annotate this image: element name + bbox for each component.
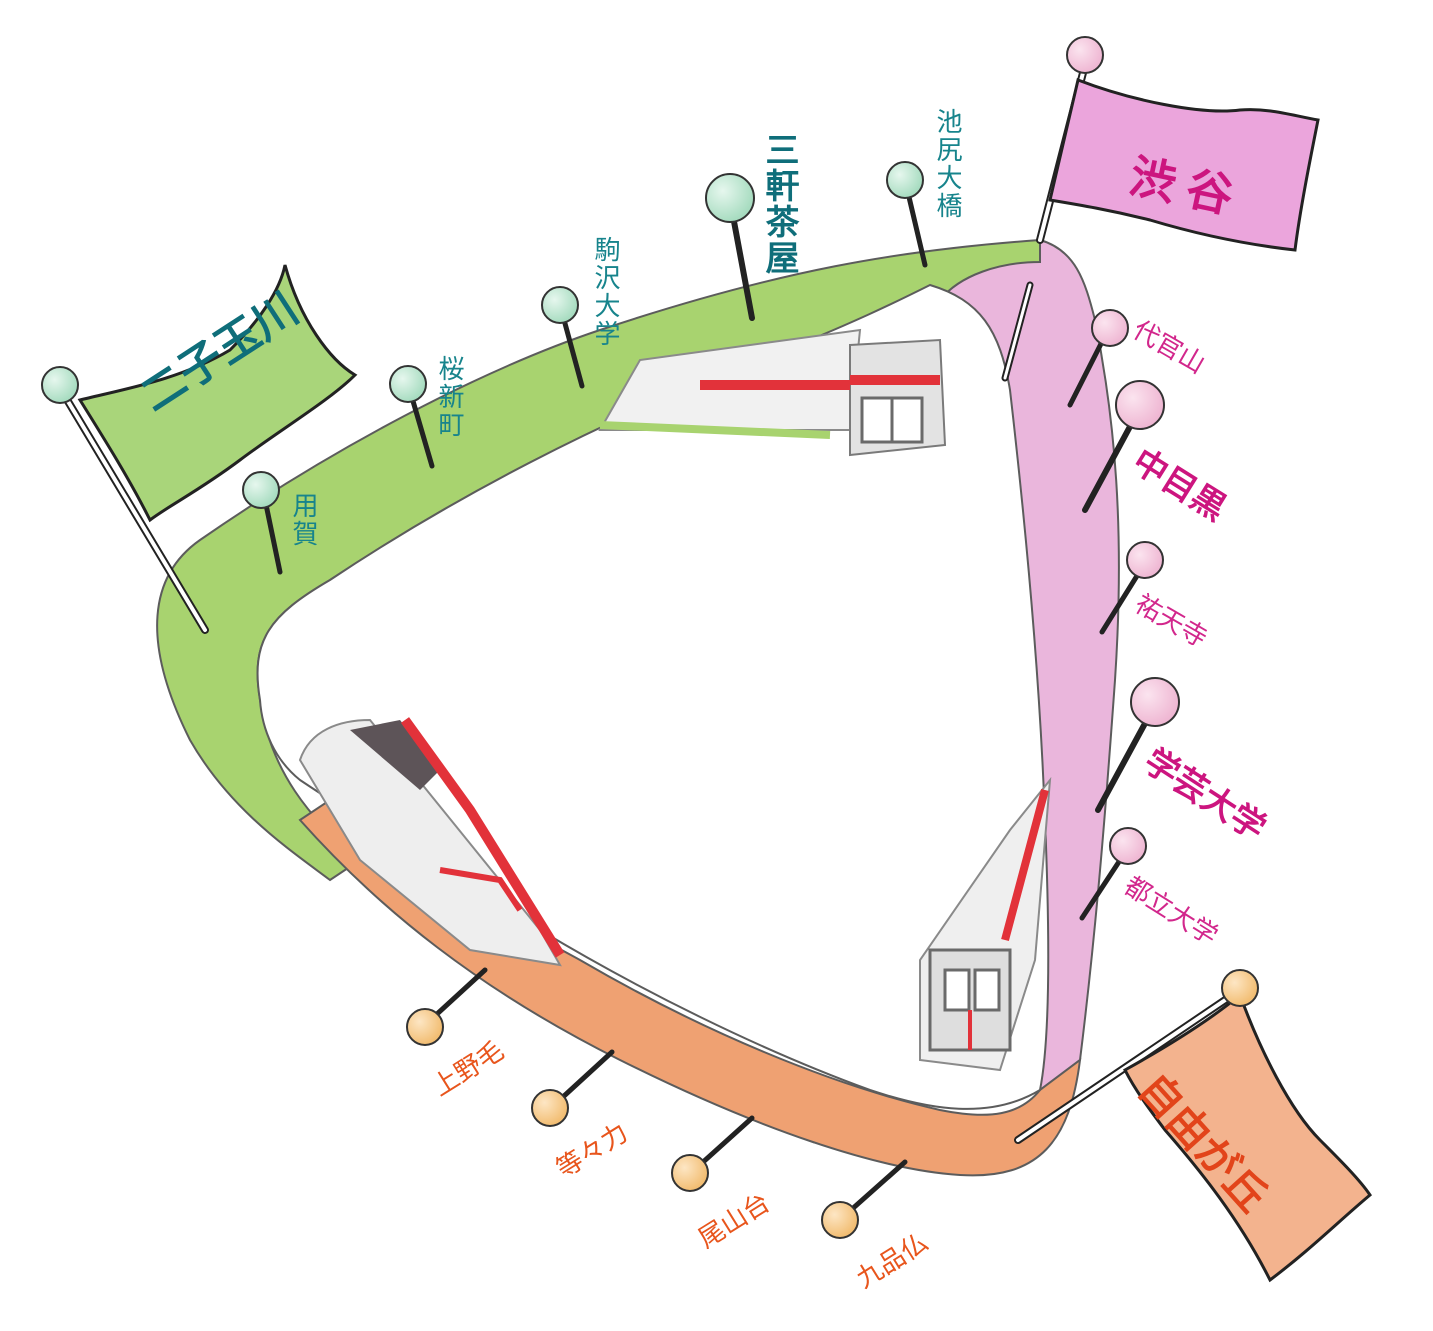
train-icon [298,717,565,967]
train-icon [919,776,1052,1072]
pushpin-icon [1099,541,1164,635]
pushpin-icon [705,173,755,321]
pushpin-icon [242,471,283,575]
flag-icon [1036,36,1320,252]
pushpin-icon [1095,677,1180,813]
pushpin-icon [389,365,435,469]
pushpin-icon [531,1049,615,1127]
pushpin-icon [1067,309,1129,408]
pushpin-icon [541,286,585,389]
station-yoga: 用賀 [288,492,318,548]
station-komazawadaigaku: 駒沢大学 [590,236,620,348]
pushpin-icon [886,161,928,268]
pushpin-icon [821,1159,908,1239]
pushpin-icon [1079,827,1147,921]
oimachi-line [298,798,1082,1177]
flag-icon [41,264,358,634]
pushpin-icon [406,967,488,1046]
pushpin-icon [1082,380,1165,513]
station-sakurashinmachi: 桜新町 [434,355,464,439]
pushpin-icon [671,1115,755,1192]
flag-icon [1014,969,1372,1283]
train-icon [598,328,947,457]
station-sangenjaya: 三軒茶屋 [759,132,799,276]
station-ikejiriohashi: 池尻大橋 [932,108,962,220]
